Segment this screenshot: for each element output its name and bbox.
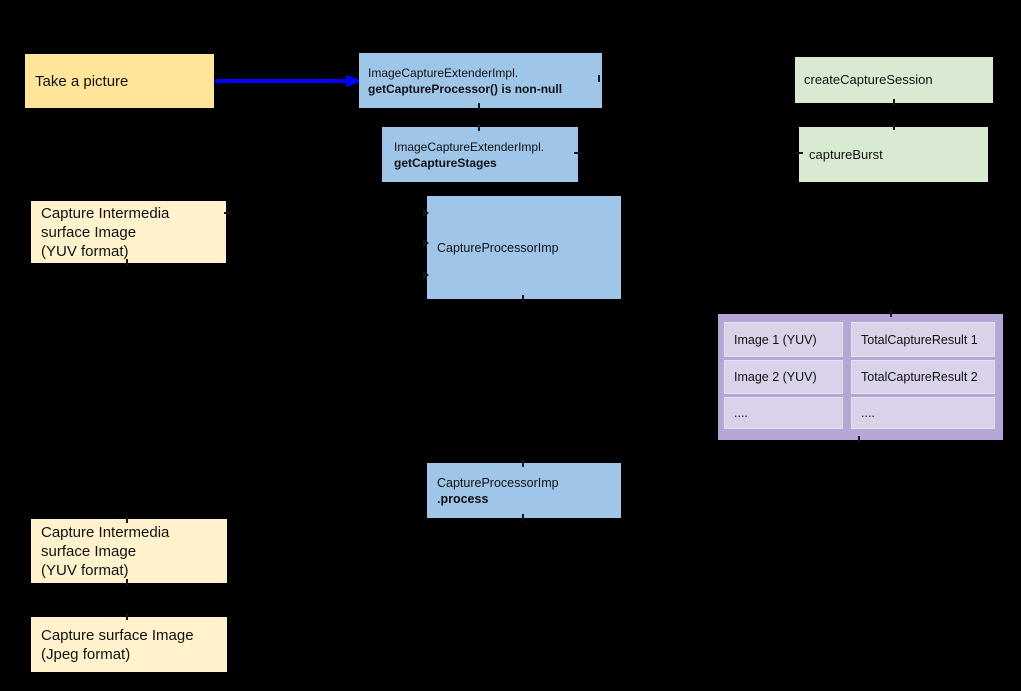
- node-label: CaptureProcessorImp: [437, 240, 559, 255]
- connector-stub: [478, 103, 480, 110]
- connector-stub: [598, 75, 600, 82]
- table-cell-image-1: Image 1 (YUV): [724, 322, 843, 357]
- node-label: captureBurst: [809, 146, 883, 162]
- node-get-capture-processor: ImageCaptureExtenderImpl. getCaptureProc…: [359, 53, 602, 108]
- connector-stub: [126, 579, 128, 586]
- table-cell-result-1: TotalCaptureResult 1: [851, 322, 995, 357]
- connector-stub: [126, 259, 128, 266]
- flow-arrow-line: [215, 79, 348, 83]
- node-line2: surface Image: [41, 542, 137, 560]
- node-line2: surface Image: [41, 223, 137, 241]
- node-capture-processor-process: CaptureProcessorImp .process: [427, 463, 621, 518]
- node-line1: ImageCaptureExtenderImpl.: [394, 139, 545, 154]
- node-capture-burst: captureBurst: [799, 127, 988, 182]
- node-line3: (YUV format): [41, 242, 129, 260]
- connector-stub: [893, 99, 895, 106]
- connector-stub: [522, 460, 524, 467]
- incoming-arrow-icon: [423, 209, 429, 217]
- table-cell-image-2: Image 2 (YUV): [724, 360, 843, 394]
- node-line1: Capture surface Image: [41, 626, 194, 644]
- incoming-arrow-icon: [423, 239, 429, 247]
- node-line1: Capture Intermedia: [41, 523, 170, 541]
- node-line3: (YUV format): [41, 561, 129, 579]
- connector-stub: [126, 516, 128, 523]
- incoming-arrow-icon: [423, 271, 429, 279]
- connector-stub: [858, 436, 860, 443]
- connector-stub: [796, 152, 803, 154]
- node-label: createCaptureSession: [804, 72, 933, 87]
- connector-stub: [224, 212, 231, 214]
- node-line1: Capture Intermedia: [41, 204, 170, 222]
- node-line2: getCaptureProcessor() is non-null: [368, 81, 563, 96]
- node-line2: getCaptureStages: [394, 155, 497, 170]
- table-cell-image-more: ....: [724, 397, 843, 429]
- connector-stub: [522, 514, 524, 521]
- node-capture-processor-imp: CaptureProcessorImp: [427, 196, 621, 299]
- connector-stub: [126, 613, 128, 620]
- connector-stub: [893, 123, 895, 130]
- capture-result-table: Image 1 (YUV) TotalCaptureResult 1 Image…: [718, 314, 1003, 440]
- node-take-a-picture: Take a picture: [25, 54, 214, 108]
- connector-stub: [522, 295, 524, 302]
- node-line1: ImageCaptureExtenderImpl.: [368, 65, 519, 80]
- table-cell-result-more: ....: [851, 397, 995, 429]
- node-line1: CaptureProcessorImp: [437, 475, 559, 490]
- node-get-capture-stages: ImageCaptureExtenderImpl. getCaptureStag…: [382, 127, 578, 182]
- node-create-capture-session: createCaptureSession: [795, 57, 993, 103]
- table-cell-result-2: TotalCaptureResult 2: [851, 360, 995, 394]
- node-line2: (Jpeg format): [41, 645, 131, 663]
- node-label: Take a picture: [35, 72, 129, 90]
- connector-stub: [890, 310, 892, 317]
- node-line2: .process: [437, 491, 489, 506]
- node-capture-intermedia-surface-top: Capture Intermedia surface Image (YUV fo…: [31, 201, 226, 263]
- node-capture-intermedia-surface-bottom: Capture Intermedia surface Image (YUV fo…: [31, 519, 227, 583]
- connector-stub: [574, 152, 581, 154]
- connector-stub: [478, 124, 480, 131]
- node-capture-surface-jpeg: Capture surface Image (Jpeg format): [31, 617, 227, 672]
